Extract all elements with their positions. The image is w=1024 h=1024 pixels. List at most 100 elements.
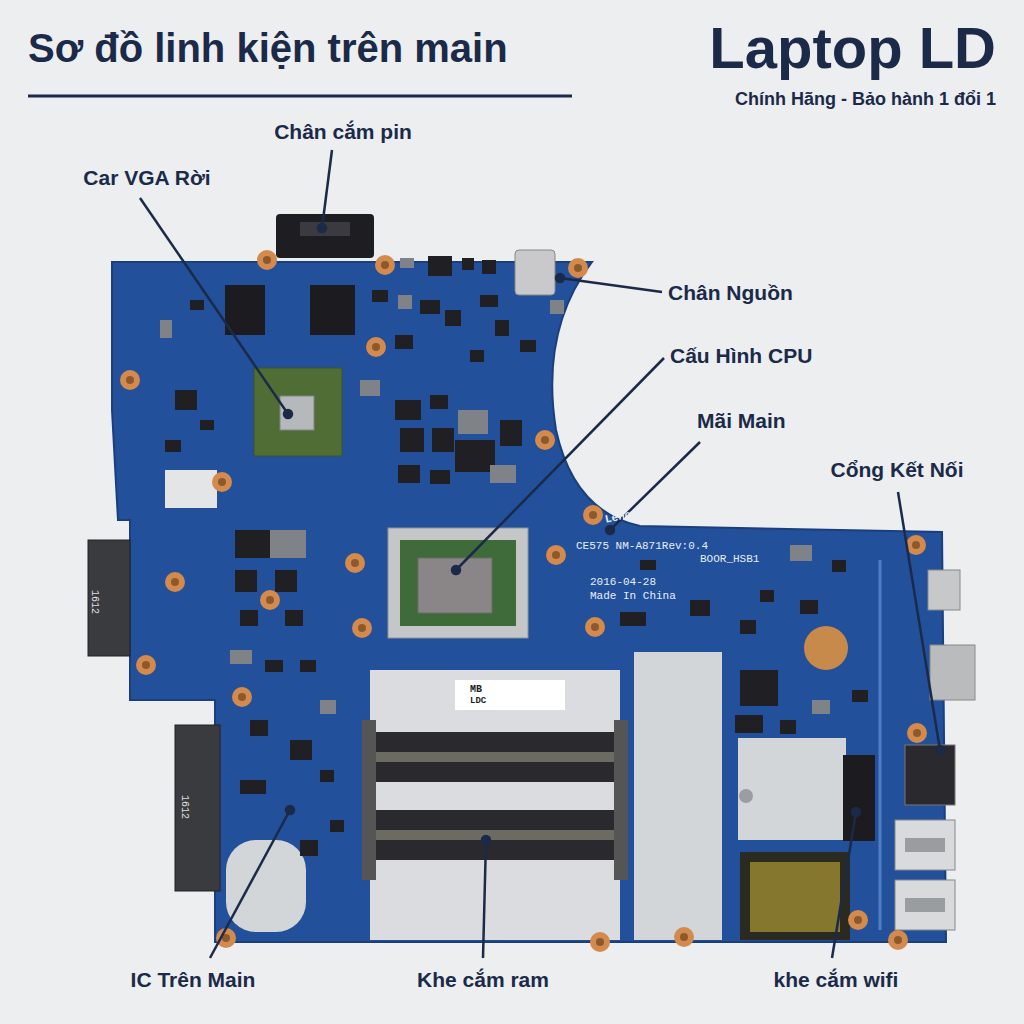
screw-pad [674, 927, 694, 947]
leader-dot [452, 566, 460, 574]
smd-component [500, 420, 522, 446]
smd-component [190, 300, 204, 310]
screw-pad-hole [263, 256, 271, 264]
sticker-text: MB [470, 684, 482, 695]
screw-pad-ring [583, 505, 603, 525]
smd-component [490, 465, 516, 483]
screw-pad-hole [552, 551, 560, 559]
smd-component [740, 620, 756, 634]
callout-label: Chân Nguồn [668, 281, 793, 304]
smd-component [495, 320, 509, 336]
smd-component [320, 770, 334, 782]
smd-component [832, 560, 846, 572]
screw-pad-ring [888, 930, 908, 950]
screw-pad-ring [590, 932, 610, 952]
smd-component [760, 590, 774, 602]
screw-pad-ring [136, 655, 156, 675]
ram-latch [614, 720, 628, 880]
smd-component [812, 700, 830, 714]
trace [879, 560, 882, 930]
screw-pad [136, 655, 156, 675]
callout-label: Mãi Main [697, 409, 786, 432]
smd-component [372, 290, 388, 302]
card-slot-pins [750, 862, 840, 932]
smd-component [240, 780, 266, 794]
smd-component [285, 610, 303, 626]
page-title: Sơ đồ linh kiện trên main [28, 26, 508, 70]
smd-component [275, 570, 297, 592]
smd-component [430, 395, 448, 409]
screw-pad [907, 723, 927, 743]
leader-dot [482, 836, 490, 844]
screw-pad [848, 910, 868, 930]
screw-pad [120, 370, 140, 390]
screw-pad [165, 572, 185, 592]
leader-line [898, 492, 940, 750]
smd-component [395, 400, 421, 420]
leader-line [322, 150, 332, 228]
memory-chip [225, 285, 265, 335]
screw-pad-hole [126, 376, 134, 384]
screw-pad-hole [589, 511, 597, 519]
usb-port [895, 820, 955, 870]
wifi-slot [843, 755, 875, 841]
smd-component [398, 295, 412, 309]
smd-component [200, 420, 214, 430]
screw-pad-ring [257, 250, 277, 270]
screw-pad-hole [372, 343, 380, 351]
smd-component [235, 570, 257, 592]
callout-label: Chân cắm pin [274, 120, 412, 143]
ram-latch [362, 720, 376, 880]
smd-component [160, 320, 172, 338]
screw-pad-ring [232, 687, 252, 707]
smd-component [300, 840, 318, 856]
smd-component [462, 258, 474, 270]
screw-pad-hole [266, 596, 274, 604]
screw-pad-hole [680, 933, 688, 941]
smd-component [165, 440, 181, 452]
screw-pad-hole [913, 729, 921, 737]
smd-component [620, 612, 646, 626]
screw-pad-hole [142, 661, 150, 669]
screw-pad-ring [585, 617, 605, 637]
leader-line [456, 358, 664, 570]
smd-component [395, 335, 413, 349]
smd-component [432, 428, 454, 452]
brand-name: Laptop LD [709, 16, 996, 80]
smd-component [455, 440, 495, 472]
leader-dot [318, 224, 326, 232]
smd-component [320, 700, 336, 714]
screw-pad [535, 430, 555, 450]
smd-component [520, 340, 536, 352]
smd-component [400, 428, 424, 452]
screw-pad-hole [574, 264, 582, 272]
smd-component [400, 258, 414, 268]
callout-label: Car VGA Rời [83, 166, 210, 189]
smd-component [240, 610, 258, 626]
screw-pad-hole [912, 541, 920, 549]
smd-component [482, 260, 496, 274]
smd-component [852, 690, 868, 702]
screw-pad [232, 687, 252, 707]
screw-pad [546, 545, 566, 565]
gpu-die [280, 396, 314, 430]
coin-pad [804, 626, 848, 670]
leader-dot [556, 274, 564, 282]
smd-component [420, 300, 440, 314]
smd-component [550, 300, 564, 314]
usb-port [895, 880, 955, 930]
screw-pad [352, 618, 372, 638]
leader-lines [140, 150, 944, 958]
leader-line [560, 278, 662, 292]
brand-tagline: Chính Hãng - Bảo hành 1 đổi 1 [735, 90, 996, 110]
screw-pad-ring [907, 723, 927, 743]
smd-component [290, 740, 312, 760]
smd-component [270, 530, 306, 558]
screw-pad-ring [546, 545, 566, 565]
screw-pad [585, 617, 605, 637]
smd-component [428, 256, 452, 276]
smd-component [480, 295, 498, 307]
screw-pad-ring [535, 430, 555, 450]
screw-pad [366, 337, 386, 357]
